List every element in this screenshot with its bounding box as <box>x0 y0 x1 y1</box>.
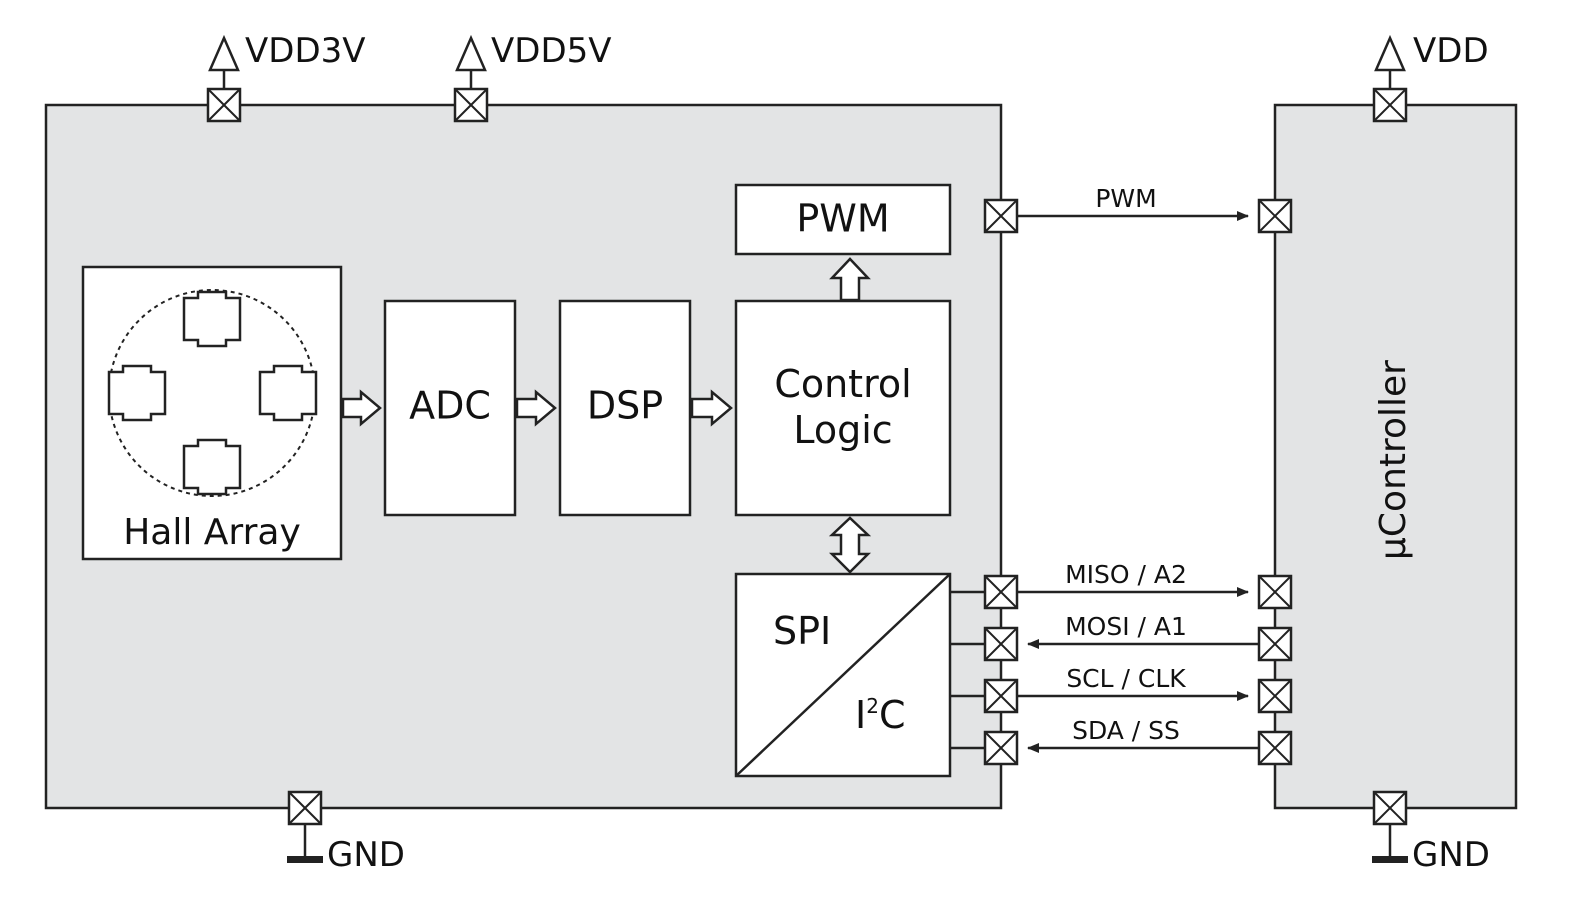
hall-array-block: Hall Array <box>81 265 343 561</box>
scl-in-pin-icon <box>983 678 1019 714</box>
signal-lines <box>1017 211 1258 753</box>
control-logic-label-line1: Control <box>774 362 911 406</box>
pwm-out-pin-icon <box>983 198 1019 234</box>
bus-stubs <box>950 590 985 750</box>
arrow-right-icon <box>515 389 557 427</box>
arrow-right-icon <box>690 389 733 427</box>
gnd-mcu: GND <box>1372 822 1490 875</box>
pin-pads <box>206 87 1408 826</box>
spi-label: SPI <box>773 609 831 653</box>
hall-element-icon <box>182 438 242 496</box>
ground-icon <box>1372 856 1408 863</box>
vdd3v-supply: VDD3V <box>208 31 366 90</box>
mosi-in-pin-icon <box>983 626 1019 662</box>
hall-element-icon <box>107 364 167 422</box>
vdd-pin-icon <box>1372 87 1408 123</box>
supply-triangle-icon <box>455 34 487 72</box>
vdd5v-supply: VDD5V <box>455 31 612 90</box>
hall-element-icon <box>258 364 318 422</box>
vdd5v-label: VDD5V <box>491 31 612 71</box>
sda-signal-label: SDA / SS <box>1072 716 1180 745</box>
mosi-signal-label: MOSI / A1 <box>1065 612 1187 641</box>
mcu-miso-pin-icon <box>1257 574 1293 610</box>
i2c-label-suffix: C <box>879 693 906 737</box>
gnd-sensor: GND <box>287 822 405 875</box>
ground-icon <box>287 856 323 863</box>
arrow-right-icon <box>341 389 382 427</box>
dsp-block: DSP <box>558 299 692 517</box>
control-logic-block: Control Logic <box>734 299 952 517</box>
gnd-sensor-pin-icon <box>287 790 323 826</box>
i2c-label-sup: 2 <box>866 694 879 718</box>
mcu-scl-pin-icon <box>1257 678 1293 714</box>
vdd3v-pin-icon <box>206 87 242 123</box>
dsp-label: DSP <box>587 384 663 428</box>
mcu-sda-pin-icon <box>1257 730 1293 766</box>
gnd-sensor-label: GND <box>327 835 405 875</box>
gnd-mcu-pin-icon <box>1372 790 1408 826</box>
i2c-label-prefix: I <box>855 693 866 737</box>
miso-out-pin-icon <box>983 574 1019 610</box>
vdd-label: VDD <box>1413 31 1489 71</box>
miso-signal-label: MISO / A2 <box>1065 560 1187 589</box>
mcu-pwm-pin-icon <box>1257 198 1293 234</box>
microcontroller-box <box>1273 103 1518 810</box>
pwm-block: PWM <box>734 183 952 256</box>
i2c-label: I2C <box>855 693 906 737</box>
gnd-mcu-label: GND <box>1412 835 1490 875</box>
divider-diagonal <box>735 573 951 777</box>
mcu-mosi-pin-icon <box>1257 626 1293 662</box>
control-logic-label-line2: Logic <box>793 408 892 452</box>
scl-signal-label: SCL / CLK <box>1066 664 1186 693</box>
hall-array-label: Hall Array <box>123 512 301 553</box>
vdd5v-pin-icon <box>453 87 489 123</box>
pwm-label: PWM <box>796 197 889 241</box>
hall-element-icon <box>182 290 242 348</box>
sda-in-pin-icon <box>983 730 1019 766</box>
vdd3v-label: VDD3V <box>245 31 366 71</box>
adc-block: ADC <box>383 299 517 517</box>
spi-i2c-block: SPI I2C <box>734 572 952 778</box>
adc-label: ADC <box>409 384 491 428</box>
supply-triangle-icon <box>208 34 240 72</box>
arrow-up-icon <box>829 257 871 302</box>
arrow-updown-icon <box>828 516 872 574</box>
supply-triangle-icon <box>1374 34 1406 72</box>
pwm-signal-label: PWM <box>1095 184 1156 213</box>
vdd-supply: VDD <box>1374 31 1489 90</box>
microcontroller-label: μController <box>1373 360 1414 560</box>
